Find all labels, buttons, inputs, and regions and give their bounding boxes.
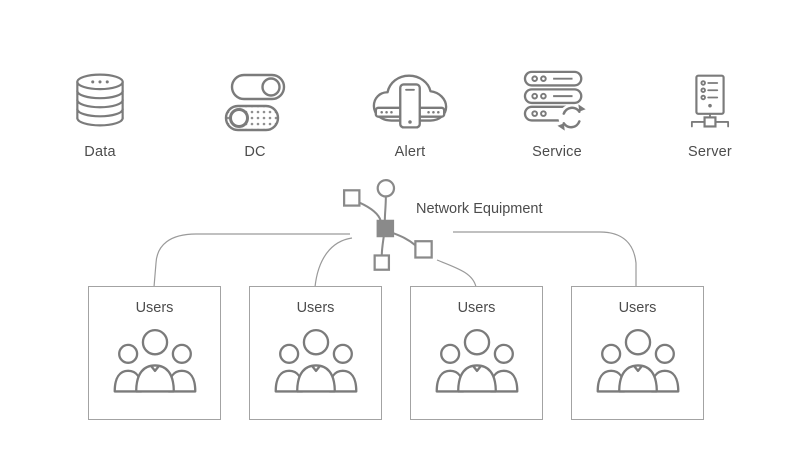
network-equipment-node xyxy=(338,178,450,280)
node-dc: DC xyxy=(195,48,315,160)
node-data: Data xyxy=(40,48,160,160)
connector-users-3 xyxy=(436,259,477,288)
users-label-2: Users xyxy=(296,300,335,316)
users-box-1: Users xyxy=(88,286,221,420)
users-box-4: Users xyxy=(571,286,704,420)
connector-users-2 xyxy=(314,237,353,288)
users-label-4: Users xyxy=(618,300,657,316)
node-label-alert: Alert xyxy=(394,144,426,160)
node-service: Service xyxy=(497,48,617,160)
network-equipment-label: Network Equipment xyxy=(416,201,543,217)
cloud-phone-icon xyxy=(350,48,470,134)
users-group-icon xyxy=(270,327,362,395)
node-label-server: Server xyxy=(688,144,732,160)
users-label-1: Users xyxy=(135,300,174,316)
node-alert: Alert xyxy=(350,48,470,160)
toggle-switches-icon xyxy=(195,48,315,134)
users-label-3: Users xyxy=(457,300,496,316)
node-label-dc: DC xyxy=(244,144,266,160)
network-equipment-icon xyxy=(342,179,433,271)
server-sync-icon xyxy=(497,48,617,134)
server-tower-icon xyxy=(650,48,770,134)
connector-users-4 xyxy=(453,231,637,287)
node-label-service: Service xyxy=(532,144,582,160)
users-group-icon xyxy=(109,327,201,395)
database-icon xyxy=(40,48,160,134)
node-server: Server xyxy=(650,48,770,160)
users-group-icon xyxy=(592,327,684,395)
connector-users-1 xyxy=(153,233,350,288)
users-box-3: Users xyxy=(410,286,543,420)
node-label-data: Data xyxy=(84,144,116,160)
users-group-icon xyxy=(431,327,523,395)
users-box-2: Users xyxy=(249,286,382,420)
